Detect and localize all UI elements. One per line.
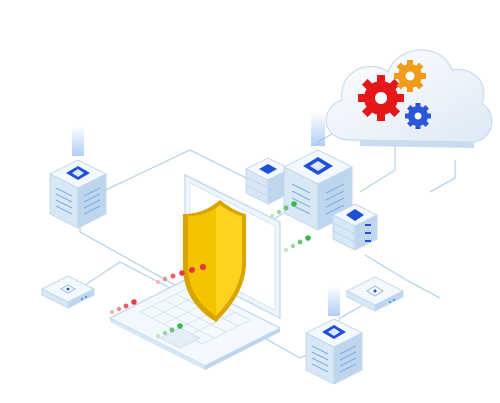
server-node-icon: [304, 286, 364, 385]
link-stack-to-router: [364, 254, 441, 299]
packet-dots-left: [156, 263, 207, 284]
router-icon: [40, 275, 96, 309]
link-router-left: [69, 261, 171, 296]
packet-dots-keyboard: [110, 299, 137, 314]
server-node-icon: [48, 126, 108, 229]
shield-icon: [183, 200, 246, 322]
server-stack-icon: [244, 157, 292, 205]
packet-dots-green-laptop: [156, 323, 183, 338]
link-left-node-to-top: [94, 149, 251, 196]
connection-lines: [69, 88, 456, 359]
link-left-node-to-laptop: [79, 220, 176, 286]
router-icon: [345, 276, 405, 312]
gear-icon: [394, 60, 426, 92]
gear-icon: [405, 103, 431, 129]
gear-icon: [358, 75, 404, 121]
packet-dots-green-center: [284, 235, 311, 252]
server-stack-icon: [331, 203, 379, 251]
packet-dots-green-top: [270, 201, 297, 218]
cloud-icon: [325, 49, 493, 148]
link-cloud-right: [429, 160, 456, 193]
